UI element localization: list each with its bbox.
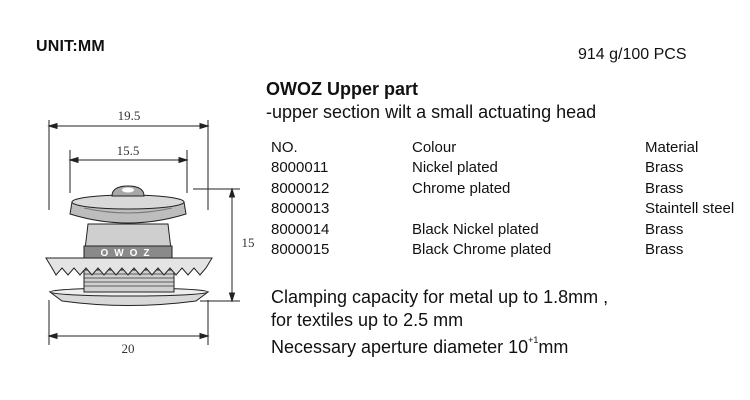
item-colour: Nickel plated <box>412 159 498 177</box>
weight-label: 914 g/100 PCS <box>578 46 687 63</box>
note-aperture-tolerance: +1 <box>528 335 539 345</box>
product-subtitle: -upper section wilt a small actuating he… <box>266 102 597 122</box>
item-material: Brass <box>645 159 684 177</box>
dim-bottom-label: 20 <box>122 341 135 356</box>
notes-block: Clamping capacity for metal up to 1.8mm … <box>271 286 608 359</box>
item-number: 8000012 <box>271 179 330 197</box>
dim-height-label: 15 <box>242 235 255 250</box>
header-no: NO. <box>271 139 298 156</box>
note-aperture: Necessary aperture diameter 10+1mm <box>271 332 608 359</box>
header-material: Material <box>645 139 699 156</box>
dim-top-label: 19.5 <box>118 108 141 123</box>
item-number: 8000011 <box>271 159 329 177</box>
fastener-illustration: OWOZ <box>45 185 213 306</box>
item-colour: Chrome plated <box>412 179 511 197</box>
header-colour: Colour <box>412 139 457 156</box>
dim-inner-label: 15.5 <box>117 143 140 158</box>
item-material: Brass <box>645 179 684 197</box>
item-number: 8000013 <box>271 200 330 218</box>
note-clamping-textiles: for textiles up to 2.5 mm <box>271 310 464 330</box>
item-number: 8000015 <box>271 240 330 258</box>
logo-text: OWOZ <box>100 248 155 259</box>
item-material: Staintell steel <box>645 200 735 218</box>
item-material: Brass <box>645 220 684 238</box>
note-aperture-text: Necessary aperture diameter 10 <box>271 337 529 357</box>
unit-label: UNIT:MM <box>36 38 105 55</box>
item-number: 8000014 <box>271 220 330 238</box>
product-title: OWOZ Upper part <box>266 79 418 99</box>
item-colour: Black Chrome plated <box>412 240 552 258</box>
item-colour: Black Nickel plated <box>412 220 539 238</box>
note-aperture-unit: mm <box>538 337 569 357</box>
note-clamping-metal: Clamping capacity for metal up to 1.8mm … <box>271 287 609 307</box>
technical-drawing: 19.5 15.5 15 20 OWOZ <box>45 108 255 356</box>
item-material: Brass <box>645 240 684 258</box>
